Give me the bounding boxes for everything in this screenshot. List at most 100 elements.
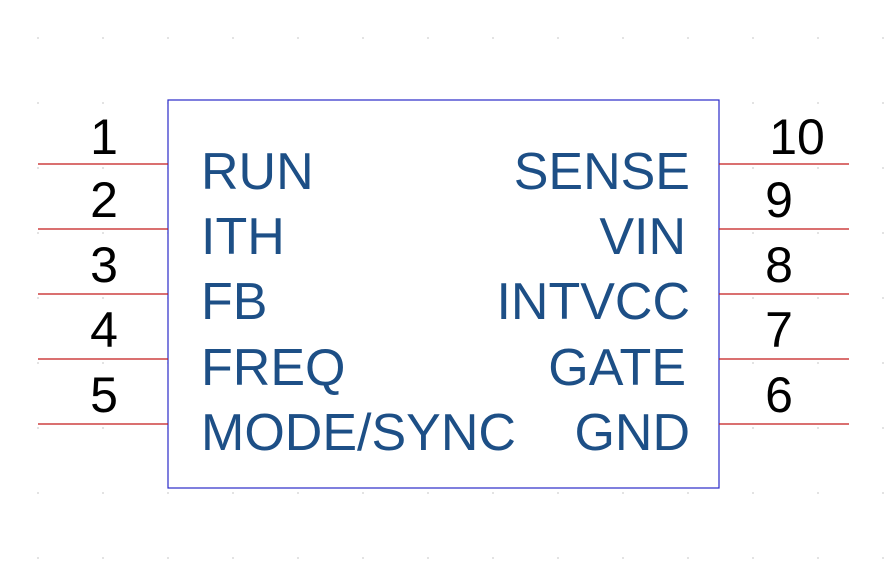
- pin-number: 9: [765, 172, 793, 228]
- grid-dot: [817, 362, 819, 364]
- grid-dot: [882, 297, 884, 299]
- grid-dot: [752, 492, 754, 494]
- pin-number: 10: [769, 109, 825, 165]
- grid-dot: [752, 362, 754, 364]
- pin-name: VIN: [599, 208, 686, 266]
- left-pin-2[interactable]: 2 ITH: [38, 172, 285, 266]
- grid-dot: [817, 232, 819, 234]
- grid-dot: [102, 362, 104, 364]
- left-pin-5[interactable]: 5 MODE/SYNC: [38, 367, 516, 462]
- grid-dot: [492, 557, 494, 559]
- grid-dot: [752, 102, 754, 104]
- left-pin-1[interactable]: 1 RUN: [38, 109, 314, 201]
- grid-dot: [557, 557, 559, 559]
- grid-dot: [752, 232, 754, 234]
- pin-name: GATE: [548, 339, 686, 397]
- grid-dot: [817, 492, 819, 494]
- grid-dot: [167, 557, 169, 559]
- grid-dot: [102, 492, 104, 494]
- grid-dot: [37, 232, 39, 234]
- grid-dot: [427, 492, 429, 494]
- grid-dot: [37, 492, 39, 494]
- right-pin-10[interactable]: 10 SENSE: [514, 109, 849, 201]
- right-pin-7[interactable]: 7 GATE: [548, 302, 849, 397]
- grid-dot: [297, 37, 299, 39]
- grid-dot: [102, 37, 104, 39]
- grid-dot: [37, 167, 39, 169]
- grid-dot: [687, 557, 689, 559]
- pin-number: 1: [90, 109, 118, 165]
- pin-name: RUN: [201, 143, 314, 201]
- grid-dot: [752, 167, 754, 169]
- pin-number: 8: [765, 237, 793, 293]
- grid-dot: [752, 37, 754, 39]
- grid-dot: [817, 37, 819, 39]
- grid-dot: [232, 557, 234, 559]
- grid-dot: [232, 37, 234, 39]
- grid-dot: [882, 232, 884, 234]
- pin-number: 6: [765, 367, 793, 423]
- grid-dot: [37, 362, 39, 364]
- grid-dot: [37, 557, 39, 559]
- right-pin-8[interactable]: 8 INTVCC: [496, 237, 849, 331]
- grid-dot: [557, 492, 559, 494]
- pin-number: 3: [90, 237, 118, 293]
- grid-dot: [882, 492, 884, 494]
- grid-dot: [362, 37, 364, 39]
- left-pin-4[interactable]: 4 FREQ: [38, 302, 345, 397]
- grid-dot: [102, 297, 104, 299]
- grid-dot: [362, 492, 364, 494]
- grid-dot: [817, 557, 819, 559]
- grid-dot: [622, 37, 624, 39]
- grid-dot: [427, 557, 429, 559]
- right-pin-6[interactable]: 6 GND: [574, 367, 849, 462]
- grid-dot: [37, 37, 39, 39]
- pin-name: ITH: [201, 208, 285, 266]
- right-pin-9[interactable]: 9 VIN: [599, 172, 849, 266]
- pin-number: 2: [90, 172, 118, 228]
- grid-dot: [37, 427, 39, 429]
- left-pin-3[interactable]: 3 FB: [38, 237, 267, 331]
- grid-dot: [37, 102, 39, 104]
- grid-dot: [882, 37, 884, 39]
- grid-dot: [102, 167, 104, 169]
- grid-dot: [297, 492, 299, 494]
- grid-dot: [492, 37, 494, 39]
- grid-dot: [167, 492, 169, 494]
- pin-name: FREQ: [201, 339, 345, 397]
- pin-name: SENSE: [514, 143, 690, 201]
- grid-dot: [817, 167, 819, 169]
- grid-dot: [882, 427, 884, 429]
- grid-dot: [817, 297, 819, 299]
- grid-dot: [102, 427, 104, 429]
- grid-dot: [752, 427, 754, 429]
- grid-dot: [102, 102, 104, 104]
- grid-dot: [557, 37, 559, 39]
- grid-dot: [232, 492, 234, 494]
- grid-dot: [687, 492, 689, 494]
- grid-dot: [752, 297, 754, 299]
- grid-dot: [882, 102, 884, 104]
- grid-dot: [362, 557, 364, 559]
- grid-dot: [492, 492, 494, 494]
- grid-dot: [817, 102, 819, 104]
- grid-dot: [167, 37, 169, 39]
- grid-dot: [882, 557, 884, 559]
- grid-dot: [102, 557, 104, 559]
- grid-dot: [297, 557, 299, 559]
- pin-name: FB: [201, 273, 267, 331]
- pin-name: GND: [574, 404, 690, 462]
- grid-dot: [622, 557, 624, 559]
- pin-name: INTVCC: [496, 273, 690, 331]
- pin-number: 7: [765, 302, 793, 358]
- grid-dot: [817, 427, 819, 429]
- grid-dot: [882, 362, 884, 364]
- grid-dot: [427, 37, 429, 39]
- pin-number: 4: [90, 302, 118, 358]
- pin-number: 5: [90, 367, 118, 423]
- grid-dot: [102, 232, 104, 234]
- pin-name: MODE/SYNC: [201, 404, 516, 462]
- grid-dot: [37, 297, 39, 299]
- grid-dot: [687, 37, 689, 39]
